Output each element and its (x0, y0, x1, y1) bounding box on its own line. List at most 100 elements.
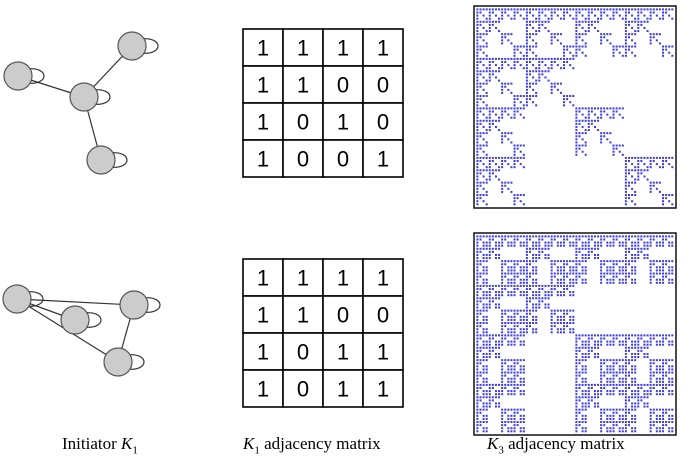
k3-entry (658, 377, 661, 380)
k3-entry (587, 11, 590, 14)
k3-entry (649, 380, 652, 383)
k3-entry (572, 241, 575, 244)
k3-entry (476, 153, 479, 156)
k3-entry (575, 244, 578, 247)
k3-entry (494, 247, 497, 250)
k3-entry (563, 281, 566, 284)
k3-entry (522, 371, 525, 374)
k3-entry (624, 8, 627, 11)
k3-entry (668, 359, 671, 362)
k3-entry (553, 322, 556, 325)
k3-entry (519, 150, 522, 153)
k3-entry (618, 368, 621, 371)
k3-entry (652, 184, 655, 187)
k3-entry (587, 244, 590, 247)
k3-entry (479, 119, 482, 122)
k3-entry (494, 393, 497, 396)
k3-entry (637, 402, 640, 405)
k3-entry (525, 263, 528, 266)
k3-entry (532, 235, 535, 238)
k3-entry (603, 235, 606, 238)
k3-entry (479, 45, 482, 48)
k3-entry (476, 396, 479, 399)
k3-entry (584, 272, 587, 275)
k3-entry (584, 33, 587, 36)
k3-entry (507, 343, 510, 346)
k3-entry (658, 408, 661, 411)
k3-entry (606, 272, 609, 275)
k3-entry (485, 417, 488, 420)
k3-entry (655, 269, 658, 272)
k3-entry (522, 104, 525, 107)
k3-entry (637, 178, 640, 181)
k3-entry (522, 266, 525, 269)
k3-entry (532, 88, 535, 91)
k3-entry (637, 334, 640, 337)
k3-entry (476, 125, 479, 128)
k3-entry (575, 386, 578, 389)
k3-entry (637, 244, 640, 247)
k3-entry (612, 362, 615, 365)
k3-entry (507, 380, 510, 383)
k3-entry (501, 187, 504, 190)
k3-entry (528, 287, 531, 290)
k3-entry (488, 110, 491, 113)
k3-entry (513, 95, 516, 98)
k3-entry (476, 60, 479, 63)
k3-entry (522, 340, 525, 343)
k3-entry (476, 200, 479, 203)
k3-entry (519, 359, 522, 362)
k3-entry (575, 51, 578, 54)
k3-entry (652, 371, 655, 374)
k3-entry (476, 356, 479, 359)
k3-entry (581, 359, 584, 362)
k3-entry (575, 260, 578, 263)
k3-entry (618, 371, 621, 374)
k3-entry (510, 181, 513, 184)
k3-entry (519, 284, 522, 287)
k3-entry (575, 263, 578, 266)
k3-entry (575, 371, 578, 374)
k3-entry (538, 291, 541, 294)
k3-entry (624, 340, 627, 343)
k3-entry (563, 57, 566, 60)
k3-entry (627, 33, 630, 36)
k3-entry (649, 181, 652, 184)
k3-entry (513, 156, 516, 159)
k3-entry (658, 260, 661, 263)
k3-entry (578, 359, 581, 362)
k3-entry (547, 244, 550, 247)
k3-entry (662, 8, 665, 11)
k3-entry (525, 17, 528, 20)
k3-entry (665, 421, 668, 424)
k3-entry (624, 408, 627, 411)
k3-entry (532, 8, 535, 11)
initiator-graph-star (3, 31, 159, 175)
k3-entry (649, 337, 652, 340)
k3-entry (578, 260, 581, 263)
k3-entry (488, 402, 491, 405)
k3-entry (606, 365, 609, 368)
k3-entry (513, 284, 516, 287)
k3-entry (476, 371, 479, 374)
k3-entry (563, 260, 566, 263)
k3-entry (556, 309, 559, 312)
k3-entry (553, 260, 556, 263)
self-loop (91, 89, 111, 105)
k3-entry (575, 356, 578, 359)
k3-entry (488, 76, 491, 79)
k3-entry (488, 294, 491, 297)
k3-entry (581, 334, 584, 337)
k3-entry (609, 377, 612, 380)
k3-entry (612, 390, 615, 393)
k3-entry (649, 430, 652, 433)
k3-entry (482, 235, 485, 238)
k3-entry (498, 393, 501, 396)
k3-entry (578, 11, 581, 14)
k3-entry (525, 312, 528, 315)
k3-entry (624, 393, 627, 396)
k3-entry (476, 144, 479, 147)
k3-entry (491, 122, 494, 125)
k3-entry (482, 315, 485, 318)
k3-entry (624, 241, 627, 244)
